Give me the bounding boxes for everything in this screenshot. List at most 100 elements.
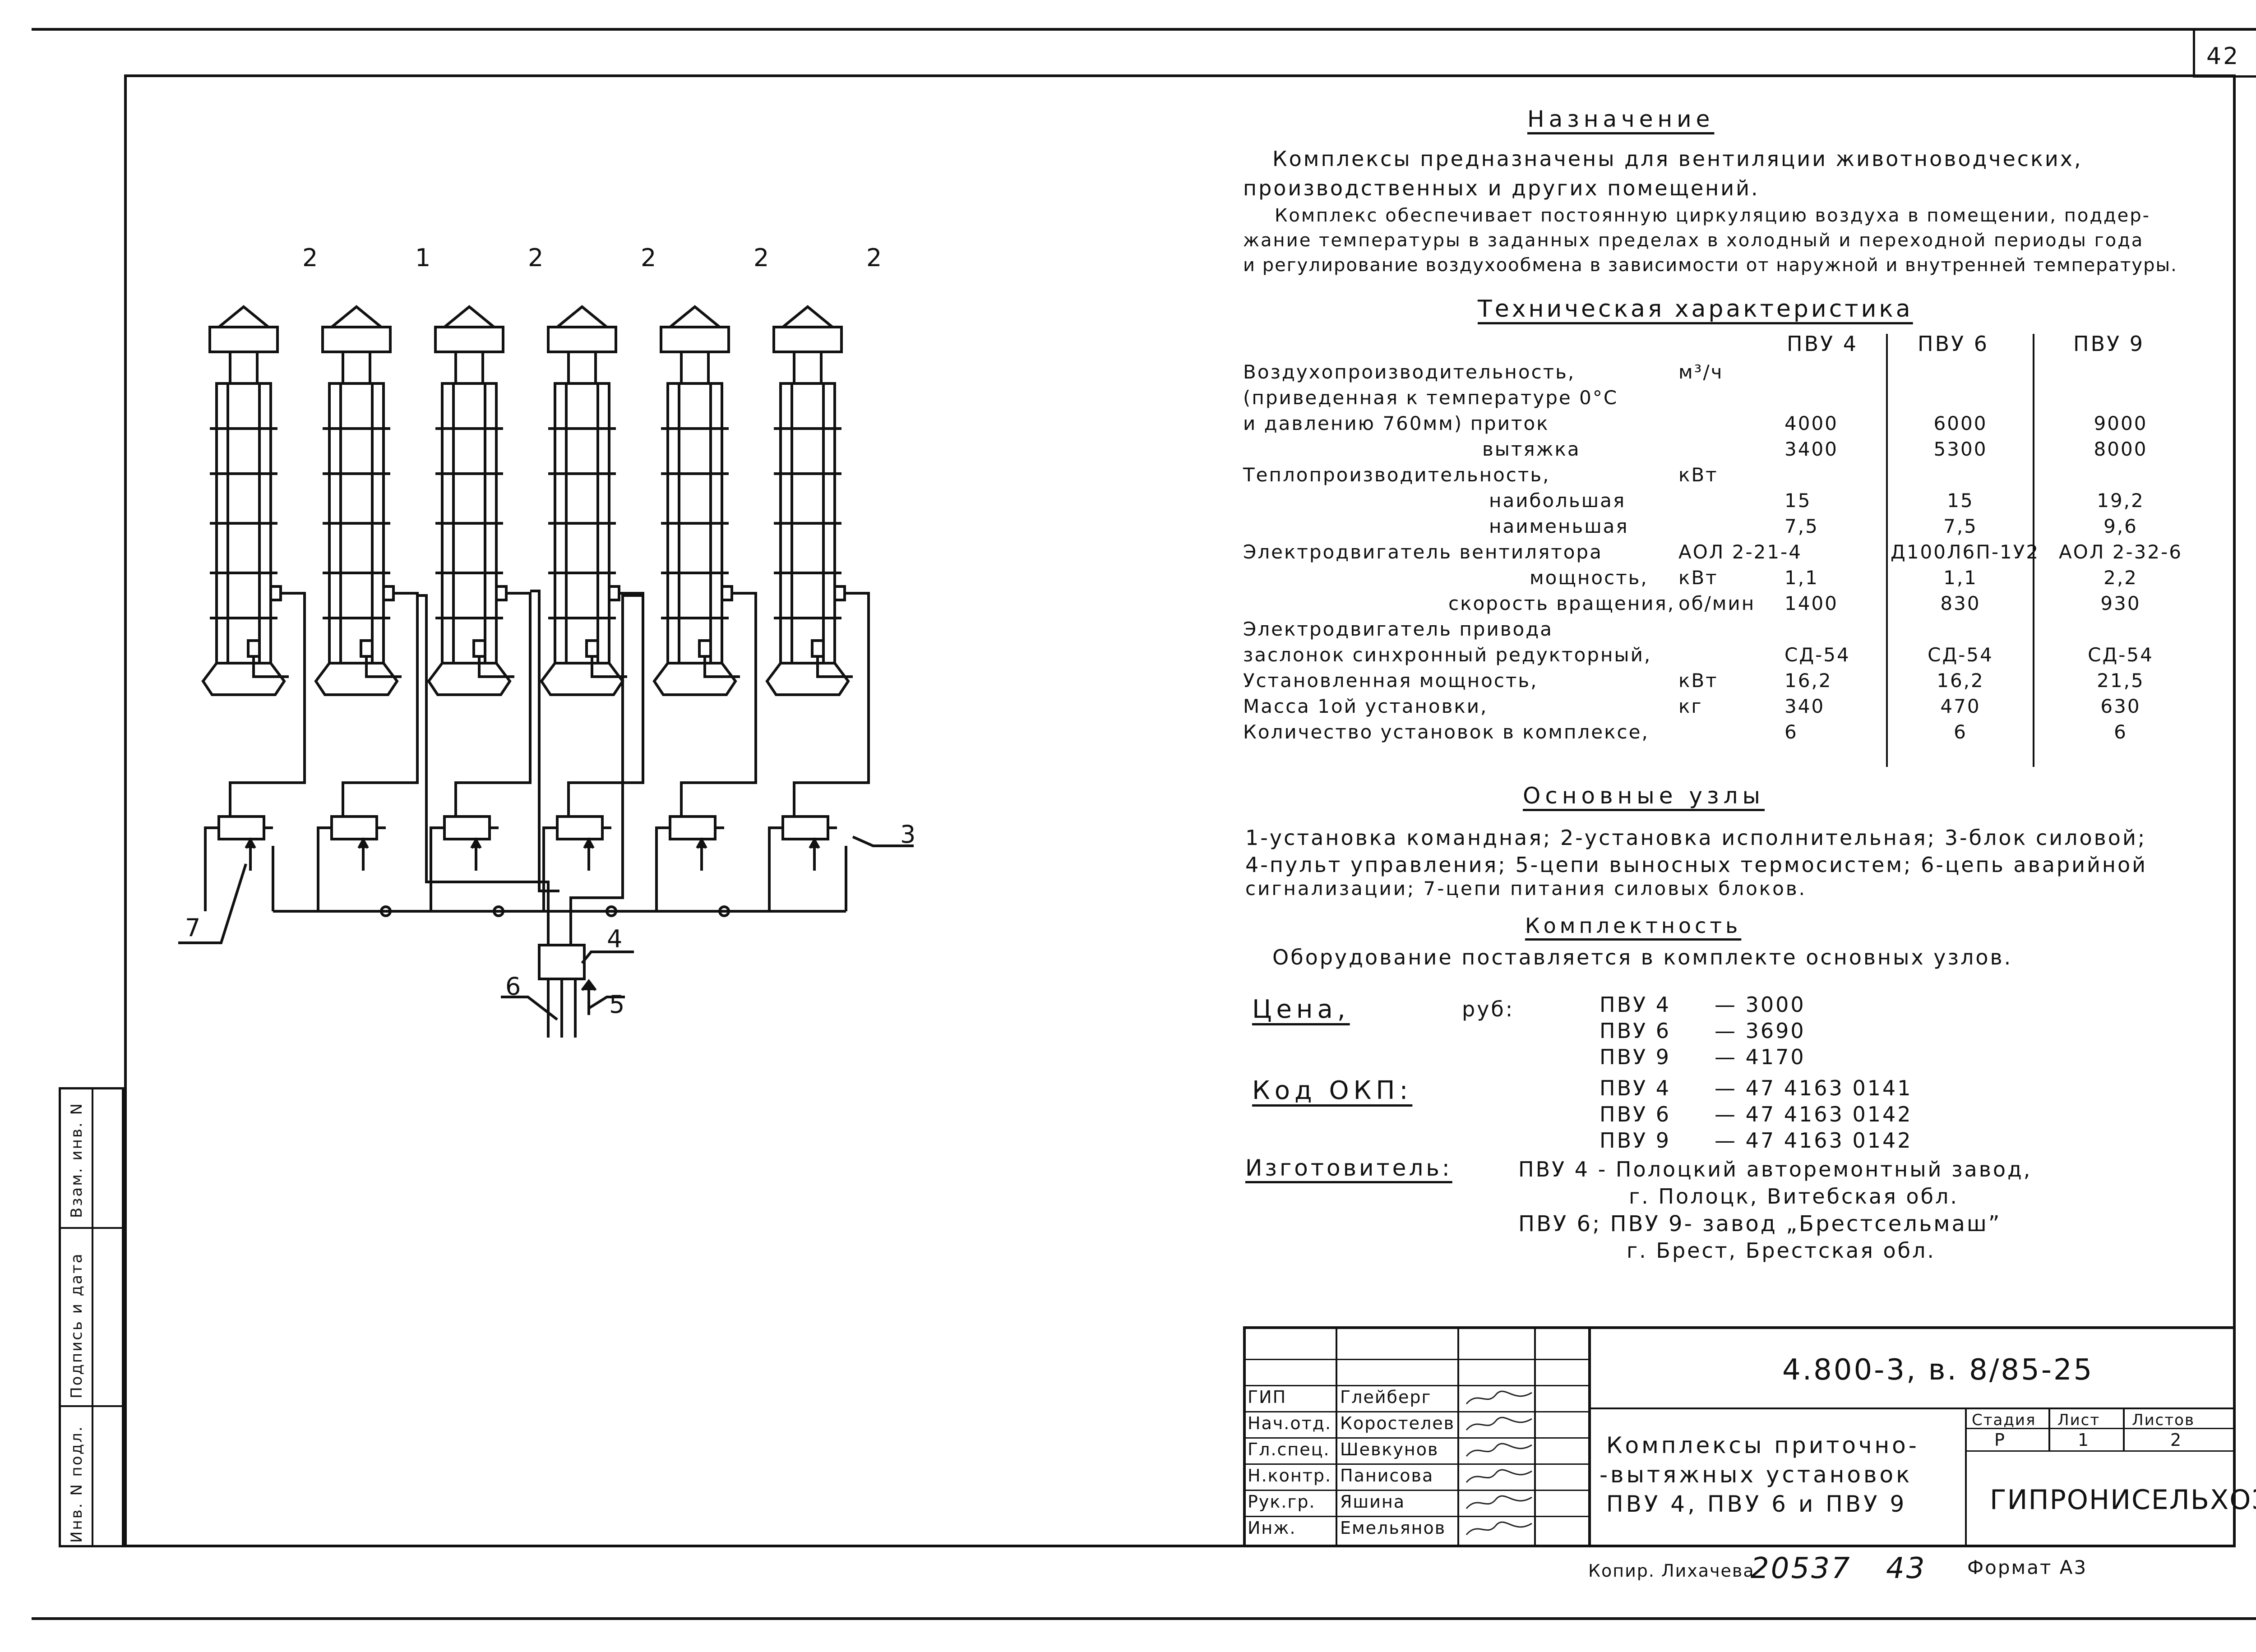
- title-line-1: Комплексы приточно-: [1606, 1432, 1919, 1458]
- tech-row-value-pvu4: 4000: [1784, 412, 1838, 434]
- nodes-line-3: сигнализации; 7-цепи питания силовых бло…: [1245, 877, 1807, 900]
- tech-row-value-pvu6: 6: [1954, 721, 1967, 743]
- title-block-role: Гл.спец.: [1248, 1440, 1330, 1459]
- title-block-role: Инж.: [1248, 1518, 1296, 1538]
- tech-row-unit: АОЛ 2-21-4: [1678, 541, 1802, 563]
- tech-row-unit: кВт: [1678, 669, 1718, 692]
- tech-row-unit: м³/ч: [1678, 361, 1724, 383]
- tech-row-value-pvu6: 7,5: [1943, 515, 1978, 537]
- tech-row-value-pvu9: АОЛ 2-32-6: [2059, 541, 2182, 563]
- power-block: [556, 815, 604, 840]
- tech-col-pvu6: ПВУ 6: [1918, 332, 1989, 356]
- signature: [1465, 1495, 1532, 1509]
- unit-label-1: 2: [302, 244, 318, 272]
- title-block-name: Емельянов: [1340, 1518, 1446, 1538]
- unit-label-4: 2: [641, 244, 656, 272]
- nodes-line-2: 4-пульт управления; 5-цепи выносных терм…: [1245, 853, 2148, 877]
- okp-value: — 47 4163 0142: [1715, 1128, 1913, 1153]
- title-block-name: Коростелев: [1340, 1413, 1455, 1433]
- unit-hood: [208, 326, 279, 353]
- top-border-line: [32, 28, 2256, 31]
- title-block-role: ГИП: [1248, 1387, 1287, 1407]
- price-value: — 3690: [1715, 1019, 1806, 1043]
- purpose-p2c: и регулирование воздухообмена в зависимо…: [1243, 255, 2177, 276]
- tech-row-value-pvu4: 340: [1784, 695, 1825, 717]
- tech-row-label: (приведенная к температуре 0°С: [1243, 387, 1618, 409]
- tech-row-label: наибольшая: [1489, 489, 1626, 512]
- tech-row-label: Теплопроизводительность,: [1243, 464, 1550, 486]
- unit-cap: [328, 305, 385, 328]
- tech-row-value-pvu9: 9000: [2094, 412, 2148, 434]
- price-unit: руб:: [1462, 997, 1515, 1021]
- purpose-heading: Назначение: [1527, 106, 1715, 132]
- tech-row-value-pvu4: 7,5: [1784, 515, 1819, 537]
- side-stamp: [59, 1087, 124, 1547]
- nodes-line-1: 1-установка командная; 2-установка испол…: [1245, 826, 2147, 850]
- title-block-name: Глейберг: [1340, 1387, 1432, 1407]
- signature: [1465, 1521, 1532, 1535]
- label-7: 7: [185, 914, 200, 942]
- unit-base: [314, 662, 399, 696]
- unit-cap: [779, 305, 837, 328]
- tech-row-value-pvu6: 15: [1947, 489, 1974, 512]
- side-stamp-label-1: Инв. N подл.: [68, 1425, 86, 1543]
- completeness-heading: Комплектность: [1525, 914, 1742, 938]
- completeness-text: Оборудование поставляется в комплекте ос…: [1272, 945, 2013, 969]
- unit-cap: [553, 305, 611, 328]
- copier-label: Копир. Лихачева: [1588, 1561, 1755, 1581]
- tech-col-pvu9: ПВУ 9: [2073, 332, 2145, 356]
- sheets-header: Листов: [2132, 1411, 2195, 1429]
- tech-row-value-pvu9: СД-54: [2088, 644, 2154, 666]
- tech-row-value-pvu4: СД-54: [1784, 644, 1850, 666]
- okp-model: ПВУ 4: [1600, 1076, 1671, 1100]
- organization-name: ГИПРОНИСЕЛЬХОЗ: [1990, 1484, 2256, 1516]
- label-5: 5: [609, 990, 624, 1019]
- maker-line-1: ПВУ 4 - Полоцкий авторемонтный завод,: [1518, 1157, 2032, 1181]
- tech-col-pvu4: ПВУ 4: [1787, 332, 1858, 356]
- signature: [1465, 1390, 1532, 1404]
- tech-row-unit: кг: [1678, 695, 1703, 717]
- sheet-value: 1: [2078, 1430, 2090, 1450]
- tech-row-value-pvu6: 1,1: [1943, 567, 1978, 589]
- okp-model: ПВУ 6: [1600, 1102, 1671, 1126]
- price-model: ПВУ 4: [1600, 992, 1671, 1017]
- tech-row-label: и давлению 760мм) приток: [1243, 412, 1549, 434]
- maker-label: Изготовитель:: [1245, 1155, 1452, 1181]
- power-block: [781, 815, 829, 840]
- maker-line-2: г. Полоцк, Витебская обл.: [1629, 1184, 1959, 1209]
- tech-row-label: вытяжка: [1482, 438, 1581, 460]
- tech-row-unit: об/мин: [1678, 592, 1756, 614]
- label-6: 6: [505, 972, 521, 1001]
- tech-row-value-pvu9: 19,2: [2097, 489, 2145, 512]
- label-4: 4: [607, 925, 622, 953]
- nodes-heading: Основные узлы: [1523, 783, 1765, 809]
- price-model: ПВУ 6: [1600, 1019, 1671, 1043]
- tech-row-label: скорость вращения,: [1448, 592, 1675, 614]
- purpose-p1b: производственных и других помещений.: [1243, 176, 1760, 200]
- tech-row-value-pvu4: 1,1: [1784, 567, 1819, 589]
- tech-row-value-pvu9: 6: [2114, 721, 2127, 743]
- side-stamp-label-2: Подпись и дата: [68, 1252, 86, 1398]
- tech-row-value-pvu6: 6000: [1933, 412, 1988, 434]
- tech-row-label: заслонок синхронный редукторный,: [1243, 644, 1652, 666]
- unit-label-3: 2: [528, 244, 543, 272]
- tech-row-value-pvu9: 630: [2100, 695, 2141, 717]
- unit-hood: [434, 326, 504, 353]
- tech-row-value-pvu6: 470: [1940, 695, 1981, 717]
- unit-label-6: 2: [866, 244, 882, 272]
- unit-hood: [772, 326, 843, 353]
- unit-label-2: 1: [415, 244, 430, 272]
- tech-row-label: Воздухопроизводительность,: [1243, 361, 1576, 383]
- footer-number-1: 20537: [1751, 1552, 1852, 1585]
- tech-row-value-pvu6: Д100Л6П-1У2: [1891, 541, 2040, 563]
- unit-cap: [215, 305, 273, 328]
- signature: [1465, 1443, 1532, 1457]
- purpose-p2a: Комплекс обеспечивает постоянную циркуля…: [1275, 205, 2151, 226]
- unit-base: [201, 662, 286, 696]
- unit-hood: [660, 326, 730, 353]
- price-label: Цена,: [1252, 995, 1350, 1024]
- sheets-value: 2: [2170, 1430, 2182, 1450]
- stage-header: Стадия: [1972, 1411, 2036, 1429]
- power-block: [669, 815, 717, 840]
- purpose-p2b: жание температуры в заданных пределах в …: [1243, 230, 2144, 251]
